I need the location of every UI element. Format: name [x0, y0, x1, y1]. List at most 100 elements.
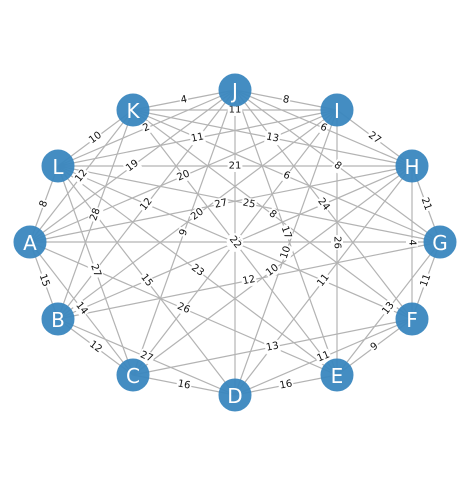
edge-weight-text: 9: [369, 341, 381, 354]
edge-weight-text: 11: [229, 105, 242, 116]
node-circle: [395, 149, 429, 183]
edge-weight-label: 4: [406, 238, 418, 247]
edge-weight-label: 8: [330, 158, 345, 174]
edge-weight-text: 12: [138, 196, 154, 213]
node-circle: [218, 378, 252, 412]
edge-weight-text: 15: [138, 272, 154, 289]
edge-weight-label: 26: [331, 235, 343, 250]
node-label: H: [404, 155, 419, 179]
node-circle: [218, 73, 252, 107]
edge-weight-text: 13: [265, 131, 280, 144]
edge-weight-label: 26: [174, 300, 193, 317]
edge-weight-label: 6: [280, 168, 293, 184]
edge-weight-text: 21: [229, 161, 242, 172]
edge-weight-label: 8: [36, 197, 52, 211]
edge-weight-text: 19: [124, 158, 141, 174]
edge-weight-text: 24: [315, 196, 331, 213]
node-g[interactable]: G: [423, 225, 457, 259]
edge-weight-text: 8: [282, 94, 290, 106]
node-label: J: [230, 79, 238, 103]
edge-weight-label: 27: [137, 348, 156, 366]
edge-weight-label: 12: [137, 194, 156, 215]
edge-weight-text: 26: [175, 301, 191, 316]
edge-weight-text: 13: [265, 340, 280, 353]
edge-weight-text: 9: [178, 228, 191, 238]
edge-weight-text: 27: [138, 349, 154, 364]
node-l[interactable]: L: [41, 149, 75, 183]
edge-weight-text: 10: [87, 130, 104, 146]
edge-weight-label: 21: [227, 160, 243, 172]
edge-weight-text: 27: [88, 263, 103, 279]
node-i[interactable]: I: [320, 93, 354, 127]
edge-weight-text: 25: [242, 197, 257, 210]
edge-weight-label: 11: [189, 130, 206, 146]
node-j[interactable]: J: [218, 73, 252, 107]
edge-weight-text: 27: [214, 197, 229, 210]
node-b[interactable]: B: [41, 302, 75, 336]
node-c[interactable]: C: [116, 358, 150, 392]
edge-weight-label: 11: [417, 271, 435, 290]
edge-weight-text: 11: [419, 273, 434, 289]
node-label: A: [23, 231, 37, 255]
edge-weight-text: 21: [419, 196, 434, 212]
edge-weight-text: 8: [38, 199, 51, 209]
edge-weight-label: 25: [240, 196, 258, 212]
edge-weight-label: 16: [277, 377, 295, 393]
node-d[interactable]: D: [218, 378, 252, 412]
edge-weight-text: 6: [281, 170, 291, 183]
edge-weight-text: 26: [332, 236, 343, 249]
edge-weight-label: 10: [262, 261, 283, 280]
edge-weight-label: 8: [280, 93, 292, 107]
edge-weight-label: 15: [35, 271, 53, 290]
node-f[interactable]: F: [395, 302, 429, 336]
weight-label-layer: 4 8 6 23 12 9 24 17 28 19 27 11 11 20 20 16 10 26 21 21 13 27…: [35, 93, 435, 393]
node-label: E: [331, 364, 344, 388]
node-e[interactable]: E: [320, 358, 354, 392]
edge-weight-label: 13: [264, 130, 281, 146]
node-circle: [395, 302, 429, 336]
node-label: C: [126, 364, 140, 388]
edge-weight-label: 4: [178, 93, 190, 107]
edge-weight-label: 9: [176, 226, 192, 239]
edge-weight-label: 15: [137, 270, 156, 291]
node-label: G: [432, 231, 448, 255]
edge-weight-label: 11: [227, 104, 243, 116]
node-a[interactable]: A: [13, 225, 47, 259]
edge-weight-text: 11: [315, 349, 331, 364]
edge-weight-text: 6: [318, 122, 328, 135]
edge-weight-text: 16: [279, 378, 294, 391]
node-circle: [41, 302, 75, 336]
node-label: L: [52, 155, 64, 179]
edge-weight-label: 23: [187, 261, 208, 280]
node-k[interactable]: K: [116, 93, 150, 127]
node-h[interactable]: H: [395, 149, 429, 183]
edge-weight-label: 11: [314, 270, 333, 291]
edge-weight-text: 28: [88, 207, 103, 223]
edge-weight-label: 20: [187, 205, 208, 224]
edge-weight-text: 23: [189, 262, 206, 278]
edge-weight-text: 4: [180, 94, 188, 106]
edge-weight-label: 24: [314, 194, 333, 215]
node-label: B: [51, 308, 65, 332]
edge-weight-label: 9: [367, 339, 382, 355]
node-circle: [320, 93, 354, 127]
edge-weight-label: 28: [87, 205, 104, 224]
edge-weight-text: 8: [332, 160, 344, 173]
edge-weight-text: 20: [189, 206, 206, 222]
node-circle: [41, 149, 75, 183]
edge-weight-text: 10: [279, 245, 294, 261]
edge-weight-text: 12: [87, 339, 104, 355]
edge-weight-text: 20: [175, 168, 191, 183]
edge-weight-text: 14: [73, 300, 89, 317]
edge-weight-label: 16: [175, 377, 193, 393]
node-circle: [423, 225, 457, 259]
edge-weight-label: 22: [225, 232, 245, 253]
edge-weight-text: 15: [37, 273, 52, 289]
edge-weight-label: 17: [277, 223, 295, 242]
node-circle: [320, 358, 354, 392]
edge-weight-text: 27: [366, 130, 383, 146]
edge-weight-text: 8: [267, 208, 279, 221]
node-label: K: [126, 99, 140, 123]
edge-weight-label: 13: [264, 339, 281, 355]
